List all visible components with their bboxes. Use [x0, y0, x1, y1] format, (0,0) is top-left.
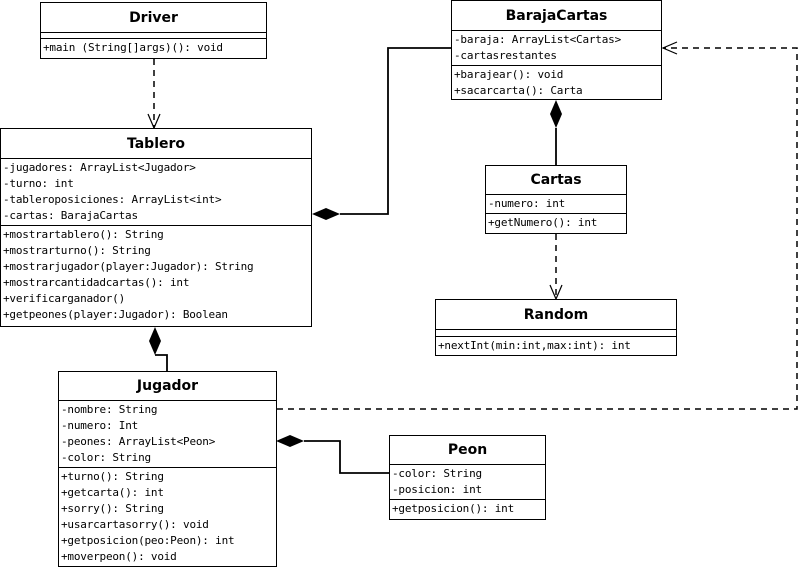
operations-section: +barajear(): void +sacarcarta(): Carta [452, 66, 661, 100]
attribute: -cartas: BarajaCartas [3, 209, 138, 222]
attribute: -jugadores: ArrayList<Jugador> [3, 161, 196, 174]
operations-section: +main (String[]args)(): void [41, 39, 266, 57]
class-peon[interactable]: Peon -color: String -posicion: int +getp… [389, 435, 546, 520]
attribute: -nombre: String [61, 403, 158, 416]
attributes-section: -jugadores: ArrayList<Jugador> -turno: i… [1, 159, 311, 226]
class-cartas[interactable]: Cartas -numero: int +getNumero(): int [485, 165, 627, 234]
operation: +getNumero(): int [488, 216, 598, 229]
relation-baraja-cartas [550, 100, 562, 165]
attribute: -color: String [392, 467, 482, 480]
attributes-section: -baraja: ArrayList<Cartas> -cartasrestan… [452, 31, 661, 66]
operations-section: +turno(): String +getcarta(): int +sorry… [59, 468, 276, 566]
relation-jugador-baraja [277, 41, 798, 410]
operation: +mostrartablero(): String [3, 228, 164, 241]
attribute: -turno: int [3, 177, 74, 190]
operation: +sorry(): String [61, 502, 164, 515]
operation: +getposicion(): int [392, 502, 515, 515]
attribute: -peones: ArrayList<Peon> [61, 435, 216, 448]
attributes-section [436, 330, 676, 337]
class-name: Jugador [59, 372, 276, 401]
class-jugador[interactable]: Jugador -nombre: String -numero: Int -pe… [58, 371, 277, 567]
operations-section: +getNumero(): int [486, 214, 626, 232]
operation: +turno(): String [61, 470, 164, 483]
operations-section: +getposicion(): int [390, 500, 545, 518]
attribute: -posicion: int [392, 483, 482, 496]
attribute: -numero: Int [61, 419, 139, 432]
attributes-section [41, 33, 266, 39]
operation: +sacarcarta(): Carta [454, 84, 583, 97]
operation: +nextInt(min:int,max:int): int [438, 339, 631, 352]
class-name: Tablero [1, 129, 311, 159]
attribute: -numero: int [488, 197, 566, 210]
operation: +mostrarjugador(player:Jugador): String [3, 260, 254, 273]
class-barajacartas[interactable]: BarajaCartas -baraja: ArrayList<Cartas> … [451, 0, 662, 100]
operation: +usarcartasorry(): void [61, 518, 209, 531]
class-name: BarajaCartas [452, 1, 661, 31]
attribute: -baraja: ArrayList<Cartas> [454, 33, 621, 46]
relation-jugador-peon [276, 435, 389, 474]
attribute: -cartasrestantes [454, 49, 557, 62]
class-name: Cartas [486, 166, 626, 195]
class-random[interactable]: Random +nextInt(min:int,max:int): int [435, 299, 677, 356]
relation-cartas-random [549, 234, 563, 301]
operation: +getcarta(): int [61, 486, 164, 499]
class-name: Peon [390, 436, 545, 465]
operations-section: +nextInt(min:int,max:int): int [436, 337, 676, 355]
attribute: -tableroposiciones: ArrayList<int> [3, 193, 222, 206]
class-driver[interactable]: Driver +main (String[]args)(): void [40, 2, 267, 59]
attribute: -color: String [61, 451, 151, 464]
relation-tablero-jugador [149, 327, 168, 371]
operation: +getpeones(player:Jugador): Boolean [3, 308, 228, 321]
operation: +mostrarturno(): String [3, 244, 151, 257]
class-name: Driver [41, 3, 266, 33]
operation: +main (String[]args)(): void [43, 41, 223, 54]
class-tablero[interactable]: Tablero -jugadores: ArrayList<Jugador> -… [0, 128, 312, 327]
attributes-section: -color: String -posicion: int [390, 465, 545, 500]
operation: +getposicion(peo:Peon): int [61, 534, 235, 547]
operation: +verificarganador() [3, 292, 126, 305]
attributes-section: -numero: int [486, 195, 626, 214]
relation-tablero-baraja [312, 47, 451, 220]
operations-section: +mostrartablero(): String +mostrarturno(… [1, 226, 311, 324]
operation: +barajear(): void [454, 68, 564, 81]
operation: +mostrarcantidadcartas(): int [3, 276, 190, 289]
operation: +moverpeon(): void [61, 550, 177, 563]
relation-driver-tablero [147, 59, 161, 130]
class-name: Random [436, 300, 676, 330]
attributes-section: -nombre: String -numero: Int -peones: Ar… [59, 401, 276, 468]
